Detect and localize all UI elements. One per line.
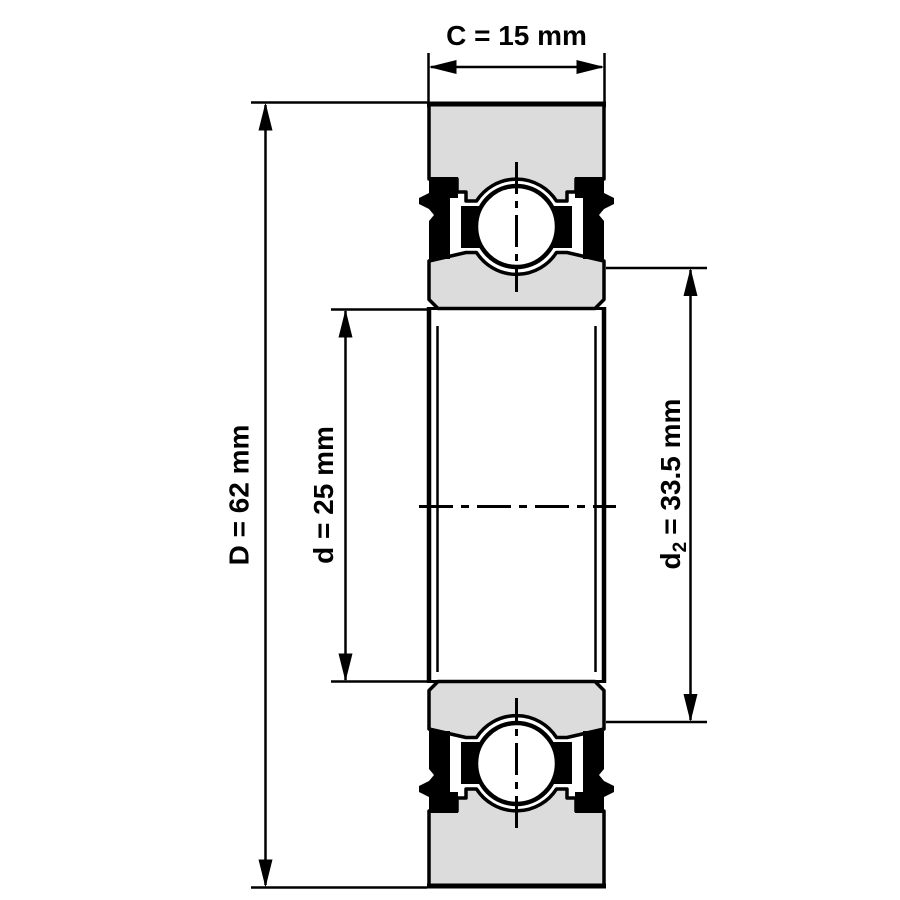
- dim-C-arrow-left: [428, 60, 457, 74]
- dim-d2-value: = 33.5 mm: [655, 399, 686, 535]
- dim-d2: [606, 266, 707, 724]
- bearing-section-bottom: [419, 682, 614, 887]
- bore-silhouette: [426, 307, 607, 683]
- bearing-section-top: [419, 104, 614, 309]
- dim-d-arrow-top: [338, 309, 353, 338]
- dim-d2-symbol: d: [655, 552, 686, 569]
- dim-D-label: D = 62 mm: [224, 425, 255, 566]
- dim-d2-label: d2 = 33.5 mm: [655, 399, 691, 570]
- dim-d-arrow-bottom: [338, 653, 353, 682]
- dim-d: [331, 308, 429, 683]
- dim-C: [427, 53, 606, 108]
- dim-D: [251, 101, 427, 889]
- dim-C-arrow-right: [576, 60, 605, 74]
- dim-C-label: C = 15 mm: [446, 20, 587, 51]
- dim-d2-arrow-bottom: [683, 694, 698, 722]
- dim-d2-arrow-top: [683, 268, 698, 296]
- dim-D-arrow-top: [258, 102, 273, 131]
- dim-d2-subscript: 2: [670, 542, 691, 553]
- dim-d-label: d = 25 mm: [308, 426, 339, 564]
- dim-D-arrow-bottom: [258, 859, 273, 888]
